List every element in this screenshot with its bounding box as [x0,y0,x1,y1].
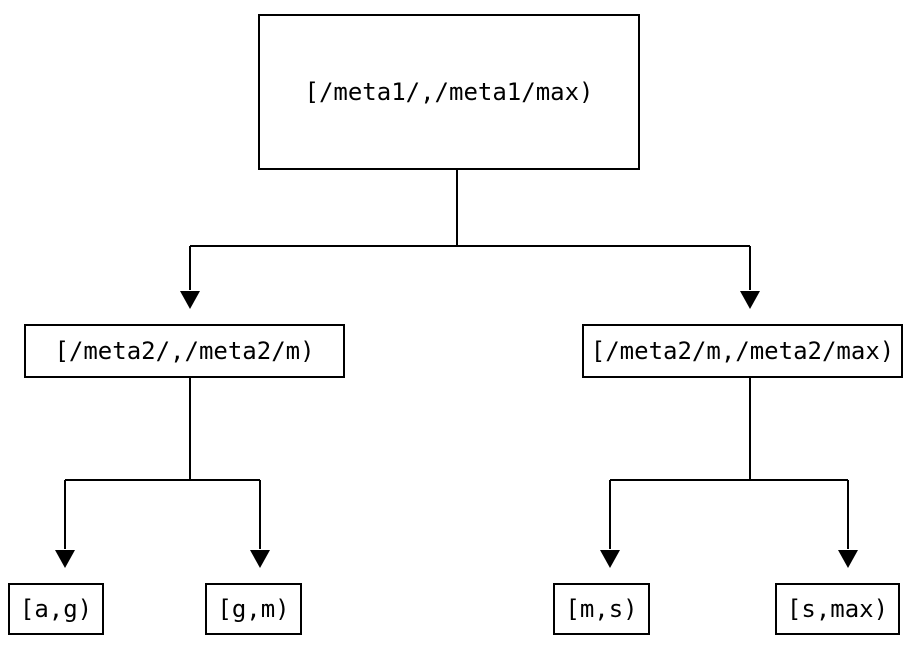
node-label: [a,g) [19,595,93,623]
arrow-down-icon [600,550,620,568]
arrow-down-icon [250,550,270,568]
tree-node-root: [/meta1/,/meta1/max) [258,14,640,170]
arrow-down-icon [180,291,200,309]
node-label: [g,m) [217,595,290,623]
node-label: [s,max) [786,595,889,623]
tree-node-meta2-left: [/meta2/,/meta2/m) [24,324,345,378]
edge-arrowheads [55,291,858,568]
edge-lines [64,170,849,549]
arrow-down-icon [838,550,858,568]
arrow-down-icon [740,291,760,309]
tree-leaf-smax: [s,max) [775,583,900,635]
node-label: [/meta1/,/meta1/max) [304,78,594,106]
tree-leaf-ms: [m,s) [553,583,650,635]
tree-leaf-gm: [g,m) [205,583,302,635]
tree-leaf-ag: [a,g) [8,583,104,635]
node-label: [m,s) [565,595,638,623]
arrow-down-icon [55,550,75,568]
node-label: [/meta2/,/meta2/m) [54,337,315,365]
node-label: [/meta2/m,/meta2/max) [590,337,895,365]
tree-node-meta2-right: [/meta2/m,/meta2/max) [582,324,903,378]
